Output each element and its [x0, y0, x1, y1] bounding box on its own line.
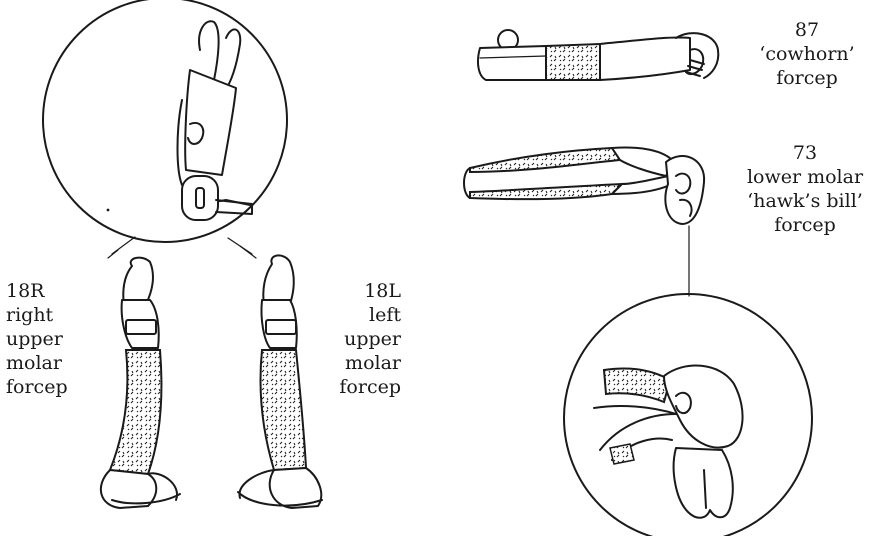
label-18r-jaw: upper — [6, 327, 68, 351]
forcep-87-cowhorn-drawing — [478, 30, 718, 80]
label-18l-jaw: upper — [339, 327, 401, 351]
label-73: 73 lower molar ‘hawk’s bill’ forcep — [738, 141, 872, 237]
label-18r-type: forcep — [6, 375, 68, 399]
upper-molar-detail-circle — [43, 0, 287, 242]
label-18l-side: left — [339, 303, 401, 327]
label-18r-code: 18R — [6, 279, 68, 303]
forcep-18l-drawing — [238, 255, 322, 508]
lower-molar-detail-circle — [564, 294, 812, 536]
label-87-type: forcep — [744, 66, 870, 90]
label-87: 87 ‘cowhorn’ forcep — [744, 18, 870, 90]
label-18r-tooth: molar — [6, 351, 68, 375]
label-18r: 18R right upper molar forcep — [6, 279, 68, 399]
label-73-type: forcep — [738, 213, 872, 237]
label-87-name: ‘cowhorn’ — [744, 42, 870, 66]
label-87-code: 87 — [744, 18, 870, 42]
label-73-code: 73 — [738, 141, 872, 165]
label-18r-side: right — [6, 303, 68, 327]
forcep-18r-drawing — [101, 258, 180, 508]
label-18l: 18L left upper molar forcep — [339, 279, 401, 399]
forcep-73-hawks-bill-drawing — [464, 148, 704, 224]
label-18l-type: forcep — [339, 375, 401, 399]
label-73-tooth: lower molar — [738, 165, 872, 189]
label-18l-code: 18L — [339, 279, 401, 303]
label-73-name: ‘hawk’s bill’ — [738, 189, 872, 213]
label-18l-tooth: molar — [339, 351, 401, 375]
